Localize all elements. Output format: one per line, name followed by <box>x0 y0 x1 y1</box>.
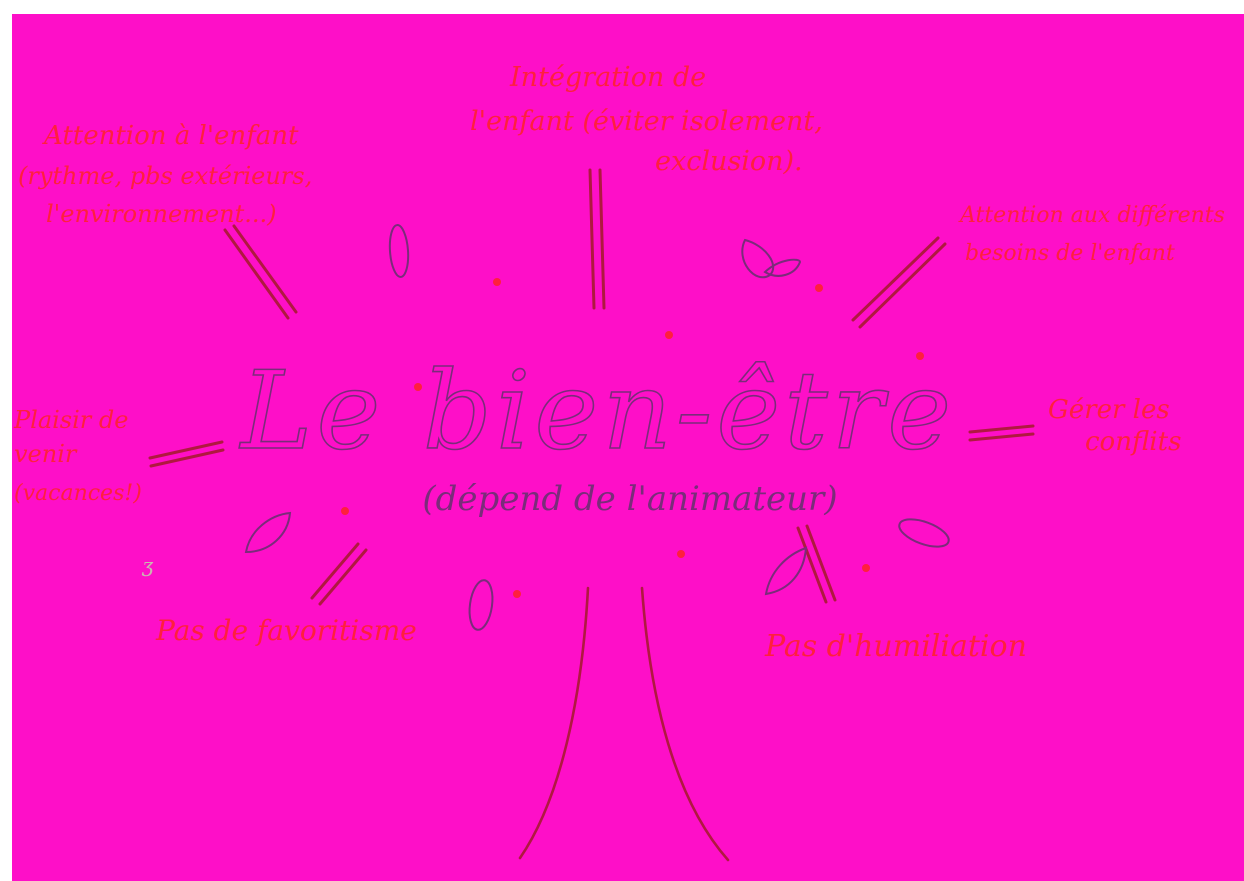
trunk-right <box>640 586 730 862</box>
connector-favoritisme-2 <box>318 548 368 606</box>
dot <box>341 507 349 515</box>
connector-besoins-2 <box>858 242 947 329</box>
label-attention-line3: l'environnement...) <box>46 200 277 228</box>
label-besoins-line1: Attention aux différents <box>958 203 1225 228</box>
label-conflits-line1: Gérer les <box>1048 395 1170 425</box>
leaf-5 <box>898 518 950 548</box>
label-plaisir-line3: (vacances!) <box>14 481 142 506</box>
connector-humiliation <box>796 526 828 604</box>
central-subtitle: (dépend de l'animateur) <box>422 479 837 519</box>
pink-paper-background <box>12 14 1244 881</box>
leaf-6 <box>468 579 494 631</box>
label-integration-line3: exclusion). <box>655 146 803 177</box>
connector-attention-2 <box>232 224 298 314</box>
leaf-4 <box>244 511 292 554</box>
leaf-1 <box>388 224 410 278</box>
label-humiliation: Pas d'humiliation <box>764 629 1027 664</box>
tree-trunk <box>518 586 730 862</box>
label-integration-line2: l'enfant (éviter isolement, <box>470 106 823 137</box>
label-besoins-line2: besoins de l'enfant <box>965 241 1175 266</box>
connector-plaisir-2 <box>149 448 225 468</box>
dot <box>916 352 924 360</box>
label-plaisir-line2: venir <box>14 440 78 468</box>
dot <box>862 564 870 572</box>
leaf-2 <box>741 238 775 279</box>
connector-integration-2 <box>598 168 606 310</box>
connector-besoins <box>851 236 940 322</box>
leaf-3 <box>763 258 802 277</box>
label-integration-line1: Intégration de <box>509 62 706 93</box>
leaves <box>244 224 950 631</box>
branch-labels: Intégration de l'enfant (éviter isolemen… <box>13 62 1225 664</box>
connector-conflits-2 <box>968 432 1035 442</box>
label-plaisir-line1: Plaisir de <box>13 406 128 434</box>
connector-favoritisme <box>310 542 360 600</box>
decorative-dots <box>341 278 924 598</box>
connector-conflits <box>968 424 1035 434</box>
connector-integration <box>588 168 596 310</box>
connector-lines <box>148 168 1035 606</box>
leaf-7 <box>764 546 808 596</box>
central-title: Le bien-être <box>239 349 955 474</box>
dot <box>677 550 685 558</box>
label-attention-line1: Attention à l'enfant <box>42 121 299 151</box>
pencil-mark: ʒ <box>141 553 154 577</box>
label-conflits-line2: conflits <box>1085 427 1181 457</box>
connector-humiliation-2 <box>805 524 837 602</box>
dot <box>815 284 823 292</box>
dot <box>513 590 521 598</box>
connector-attention <box>223 228 290 320</box>
label-favoritisme: Pas de favoritisme <box>155 614 417 647</box>
dot <box>414 383 422 391</box>
dot <box>665 331 673 339</box>
label-attention-line2: (rythme, pbs extérieurs, <box>18 162 312 190</box>
trunk-left <box>518 586 590 860</box>
connector-plaisir <box>148 440 224 460</box>
dot <box>493 278 501 286</box>
